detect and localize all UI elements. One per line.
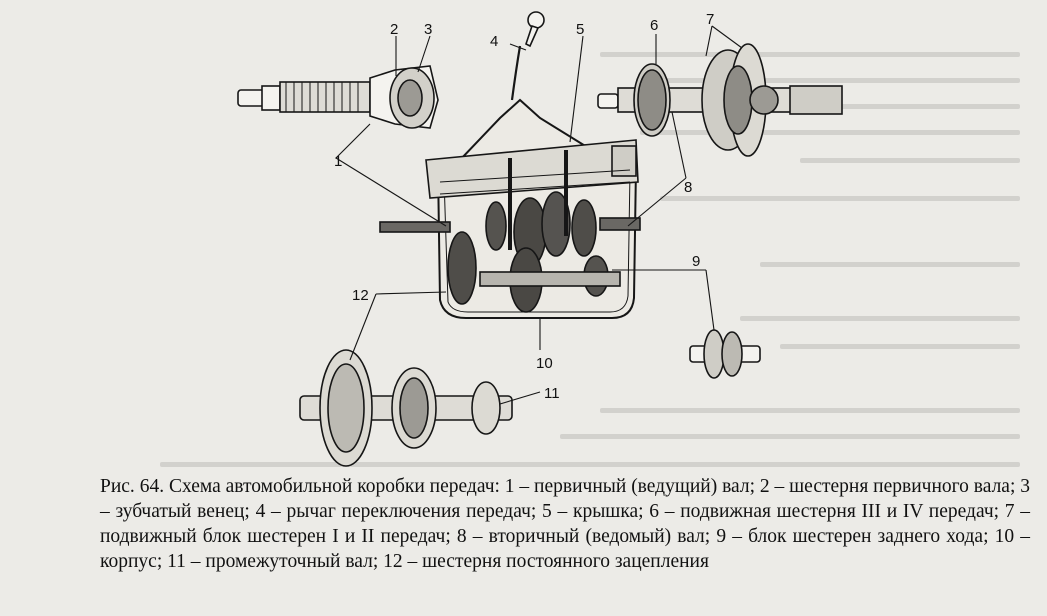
leader-lines (335, 25, 743, 405)
callout-7: 7 (706, 11, 714, 28)
callout-5: 5 (576, 21, 584, 38)
countershaft-exploded (299, 349, 513, 467)
callout-3: 3 (424, 21, 432, 38)
shift-lever (510, 11, 545, 101)
gearbox-diagram: 1 2 3 4 5 6 7 8 9 10 11 12 (237, 11, 843, 467)
callout-11: 11 (544, 385, 560, 402)
caption-label: Рис. 64. (100, 476, 165, 497)
secondary-shaft-exploded (597, 43, 843, 157)
callout-8: 8 (684, 179, 692, 196)
callout-6: 6 (650, 17, 658, 34)
internal-gears (379, 150, 641, 313)
reverse-gear-block (689, 329, 761, 379)
callout-10: 10 (536, 355, 553, 372)
callout-9: 9 (692, 253, 700, 270)
callout-1: 1 (334, 153, 342, 170)
callout-4: 4 (490, 33, 498, 50)
callout-12: 12 (352, 287, 369, 304)
primary-shaft-exploded (237, 65, 439, 129)
figure-caption: Рис. 64. Схема автомобильной коробки пер… (100, 474, 1030, 574)
caption-text: Схема автомобильной коробки передач: 1 –… (100, 476, 1035, 572)
callout-2: 2 (390, 21, 398, 38)
